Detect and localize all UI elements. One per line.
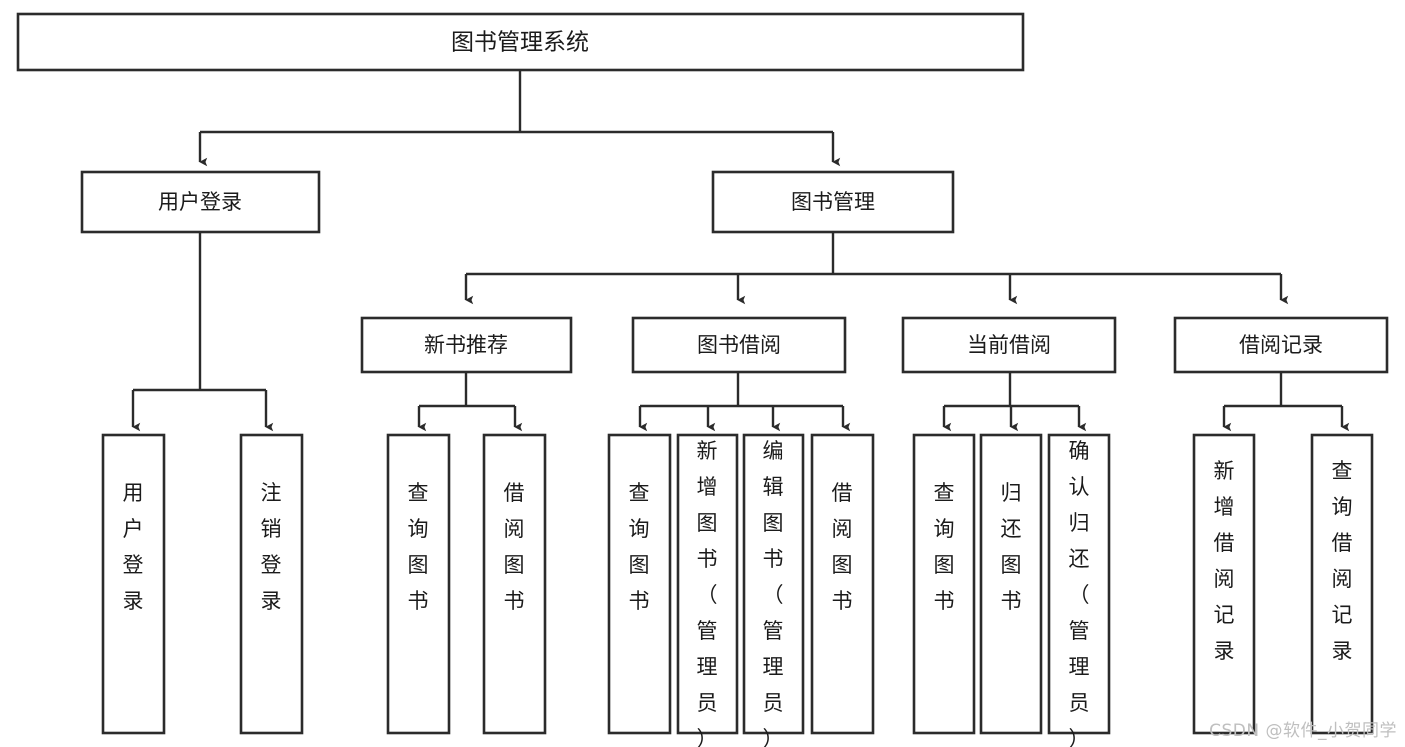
- leaf-bookborrow-add[interactable]: 新增图书（管理员）: [676, 433, 739, 747]
- leaf-label-borrowrecord-query: 查询借阅记录: [1332, 459, 1353, 663]
- connector-borrowrecord-to-leaves: [1222, 372, 1350, 432]
- node-label-current-borrow: 当前借阅: [967, 333, 1051, 357]
- leaf-label-user-login-login: 用户登录: [123, 481, 144, 613]
- node-book-borrow[interactable]: 图书借阅: [631, 316, 847, 374]
- leaf-label-newbook-query: 查询图书: [408, 481, 429, 613]
- node-book-management[interactable]: 图书管理: [711, 170, 955, 234]
- node-label-user-login: 用户登录: [158, 190, 242, 214]
- connector-newbook-to-leaves: [417, 372, 523, 432]
- node-label-borrow-record: 借阅记录: [1239, 333, 1323, 357]
- leaf-bookborrow-borrow[interactable]: 借阅图书: [810, 433, 875, 735]
- node-borrow-record[interactable]: 借阅记录: [1173, 316, 1389, 374]
- node-user-login[interactable]: 用户登录: [80, 170, 321, 234]
- leaf-user-login-login[interactable]: 用户登录: [101, 433, 166, 735]
- leaf-currentborrow-return[interactable]: 归还图书: [979, 433, 1043, 735]
- leaf-user-login-logout[interactable]: 注销登录: [239, 433, 304, 735]
- node-current-borrow[interactable]: 当前借阅: [901, 316, 1117, 374]
- leaf-label-bookborrow-query: 查询图书: [629, 481, 650, 613]
- leaf-label-user-login-logout: 注销登录: [261, 481, 282, 613]
- leaf-label-bookborrow-add: 新增图书（管理员）: [697, 439, 718, 747]
- connector-bookborrow-to-leaves: [638, 372, 851, 432]
- leaf-label-currentborrow-query: 查询图书: [934, 481, 955, 613]
- node-new-book-recommend[interactable]: 新书推荐: [360, 316, 573, 374]
- leaf-bookborrow-query[interactable]: 查询图书: [607, 433, 672, 735]
- leaf-label-borrowrecord-add: 新增借阅记录: [1214, 459, 1235, 663]
- leaf-label-bookborrow-borrow: 借阅图书: [832, 481, 853, 613]
- leaf-borrowrecord-query[interactable]: 查询借阅记录: [1310, 433, 1374, 735]
- connector-bookmgmt-to-level3: [464, 232, 1289, 305]
- node-root-system[interactable]: 图书管理系统: [16, 12, 1025, 72]
- node-label-book-borrow: 图书借阅: [697, 333, 781, 357]
- connector-currentborrow-to-leaves: [942, 372, 1087, 432]
- leaf-currentborrow-query[interactable]: 查询图书: [912, 433, 976, 735]
- leaf-label-newbook-borrow: 借阅图书: [504, 481, 525, 613]
- leaf-label-bookborrow-edit: 编辑图书（管理员）: [763, 439, 784, 747]
- leaf-bookborrow-edit[interactable]: 编辑图书（管理员）: [742, 433, 805, 747]
- node-label-book-management: 图书管理: [791, 190, 875, 214]
- leaf-borrowrecord-add[interactable]: 新增借阅记录: [1192, 433, 1256, 735]
- node-label-root: 图书管理系统: [451, 30, 589, 56]
- leaf-label-currentborrow-confirm: 确认归还（管理员）: [1069, 439, 1090, 747]
- connector-userlogin-to-leaves: [131, 232, 274, 432]
- leaf-newbook-borrow[interactable]: 借阅图书: [482, 433, 547, 735]
- leaf-label-currentborrow-return: 归还图书: [1001, 481, 1022, 613]
- leaf-newbook-query[interactable]: 查询图书: [386, 433, 451, 735]
- connector-root-to-level2: [198, 70, 841, 167]
- leaf-currentborrow-confirm[interactable]: 确认归还（管理员）: [1047, 433, 1111, 747]
- node-label-new-book-recommend: 新书推荐: [424, 333, 508, 357]
